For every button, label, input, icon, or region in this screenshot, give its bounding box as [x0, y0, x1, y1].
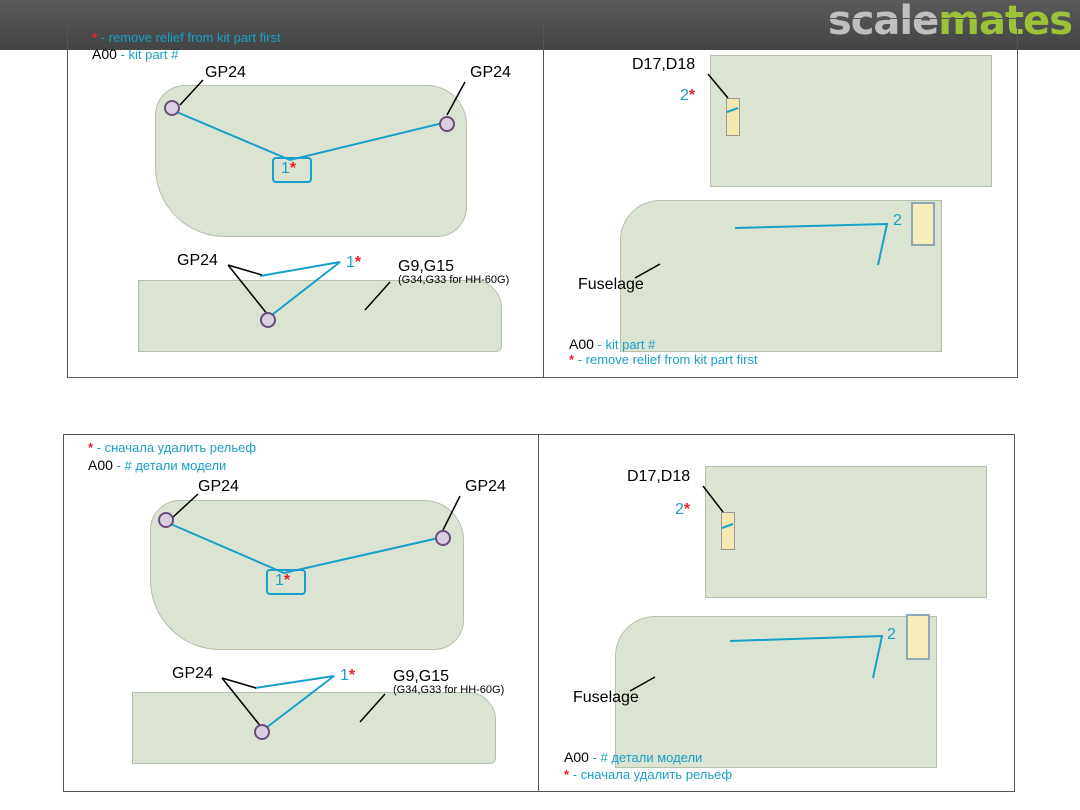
fuselage-part-top: [620, 200, 942, 352]
d17d18-panel-top: [710, 55, 992, 187]
g9g15-label: G9,G15: [393, 668, 450, 685]
fuselage-label: Fuselage: [573, 689, 639, 706]
decal-2: [906, 614, 930, 660]
d17d18-panel-bottom: [705, 466, 987, 598]
panel-english: [67, 18, 1018, 378]
step1-box: [272, 157, 312, 183]
panel-divider: [543, 18, 544, 378]
d17d18-label: D17,D18: [632, 56, 696, 73]
step1-label: 1*: [340, 667, 356, 684]
gp24-label: GP24: [198, 478, 239, 495]
legend-ru-star-right: * - сначала удалить рельеф: [564, 767, 733, 782]
legend-en-kit-right: A00 - kit part #: [569, 336, 656, 353]
fuselage-label: Fuselage: [578, 276, 644, 293]
panel-divider: [538, 434, 539, 792]
gp24-label: GP24: [205, 64, 246, 81]
legend-ru-kit: A00 - # детали модели: [88, 457, 227, 474]
decal-2: [911, 202, 935, 246]
d17d18-label: D17,D18: [627, 468, 691, 485]
step2-label: 2: [893, 212, 902, 229]
g9g15-note: (G34,G33 for HH-60G): [398, 274, 510, 286]
legend-ru-kit-right: A00 - # детали модели: [564, 749, 703, 766]
step2-label: 2: [887, 626, 896, 643]
step1-label: 1*: [275, 572, 291, 589]
gp24-label: GP24: [465, 478, 506, 495]
step1-label: 1*: [281, 160, 297, 177]
decal-2-star: [721, 512, 735, 550]
gp24-label: GP24: [172, 665, 213, 682]
step2-label: 2*: [675, 501, 691, 518]
legend-ru-star: * - сначала удалить рельеф: [88, 440, 257, 455]
legend-en-star-right: * - remove relief from kit part first: [569, 352, 758, 367]
step2-label: 2*: [680, 87, 696, 104]
strip-part-top: [138, 280, 502, 352]
g9g15-note: (G34,G33 for HH-60G): [393, 684, 505, 696]
legend-en-kit: A00 - kit part #: [92, 46, 179, 63]
gp24-label: GP24: [470, 64, 511, 81]
step1-box: [266, 569, 306, 595]
panel-part-bottom: [150, 500, 464, 650]
header-bar: scalemates: [0, 0, 1080, 50]
step1-label: 1*: [346, 254, 362, 271]
gp24-label: GP24: [177, 252, 218, 269]
strip-part-bottom: [132, 692, 496, 764]
g9g15-label: G9,G15: [398, 258, 455, 275]
panel-russian: [63, 434, 1015, 792]
fuselage-part-bottom: [615, 616, 937, 768]
legend-en-star: * - remove relief from kit part first: [92, 30, 281, 45]
scalemates-logo[interactable]: scalemates: [827, 0, 1073, 44]
